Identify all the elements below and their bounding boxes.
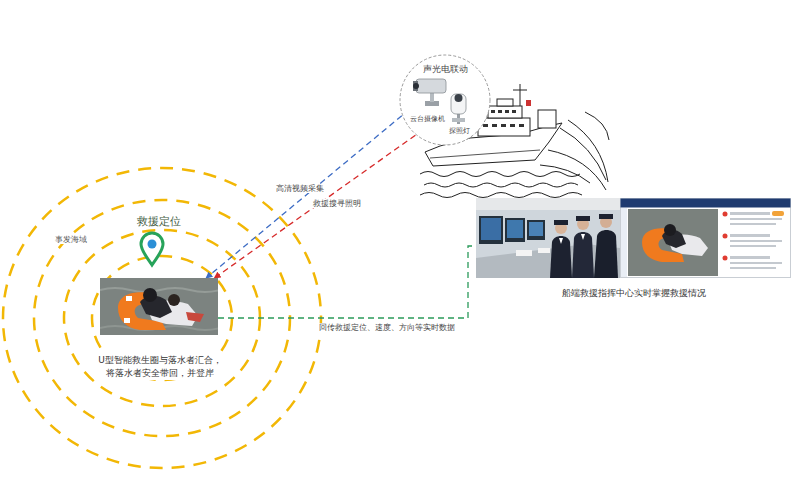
command-center-images <box>476 198 792 280</box>
edge-label: 高清视频采集 <box>275 184 325 193</box>
node-text: 声光电联动 <box>399 63 491 76</box>
command-center-box: 船端救援指挥中心实时掌握救援情况 <box>476 198 792 304</box>
dashed-connector <box>215 135 416 278</box>
ring <box>92 256 232 380</box>
node-text: 船端救援指挥中心实时掌握救援情况 <box>476 287 792 300</box>
ptz-camera <box>413 79 446 106</box>
edge-label: 回传救援定位、速度、方向等实时数据 <box>318 323 456 332</box>
rescue-photo-box: U型智能救生圈与落水者汇合，将落水者安全带回，并登岸 <box>100 278 218 384</box>
region-label: 事发海域 <box>54 235 88 244</box>
location-label: 救援定位 <box>136 215 182 228</box>
rescue-photo <box>100 278 218 335</box>
dashed-connector <box>218 246 476 318</box>
node-text: U型智能救生圈与落水者汇合，将落水者安全带回，并登岸 <box>94 354 226 380</box>
control-room-photo <box>476 198 620 278</box>
device-label: 探照灯 <box>449 127 470 135</box>
searchlight <box>451 94 466 124</box>
location-pin <box>141 233 163 265</box>
monitoring-screenshot <box>621 199 791 278</box>
edge-label: 救援搜寻照明 <box>312 199 362 208</box>
node-subtext: 云台摄像机 <box>410 114 450 124</box>
device-circle: 声光电联动云台摄像机 <box>399 54 491 146</box>
dashed-connector <box>206 116 402 278</box>
